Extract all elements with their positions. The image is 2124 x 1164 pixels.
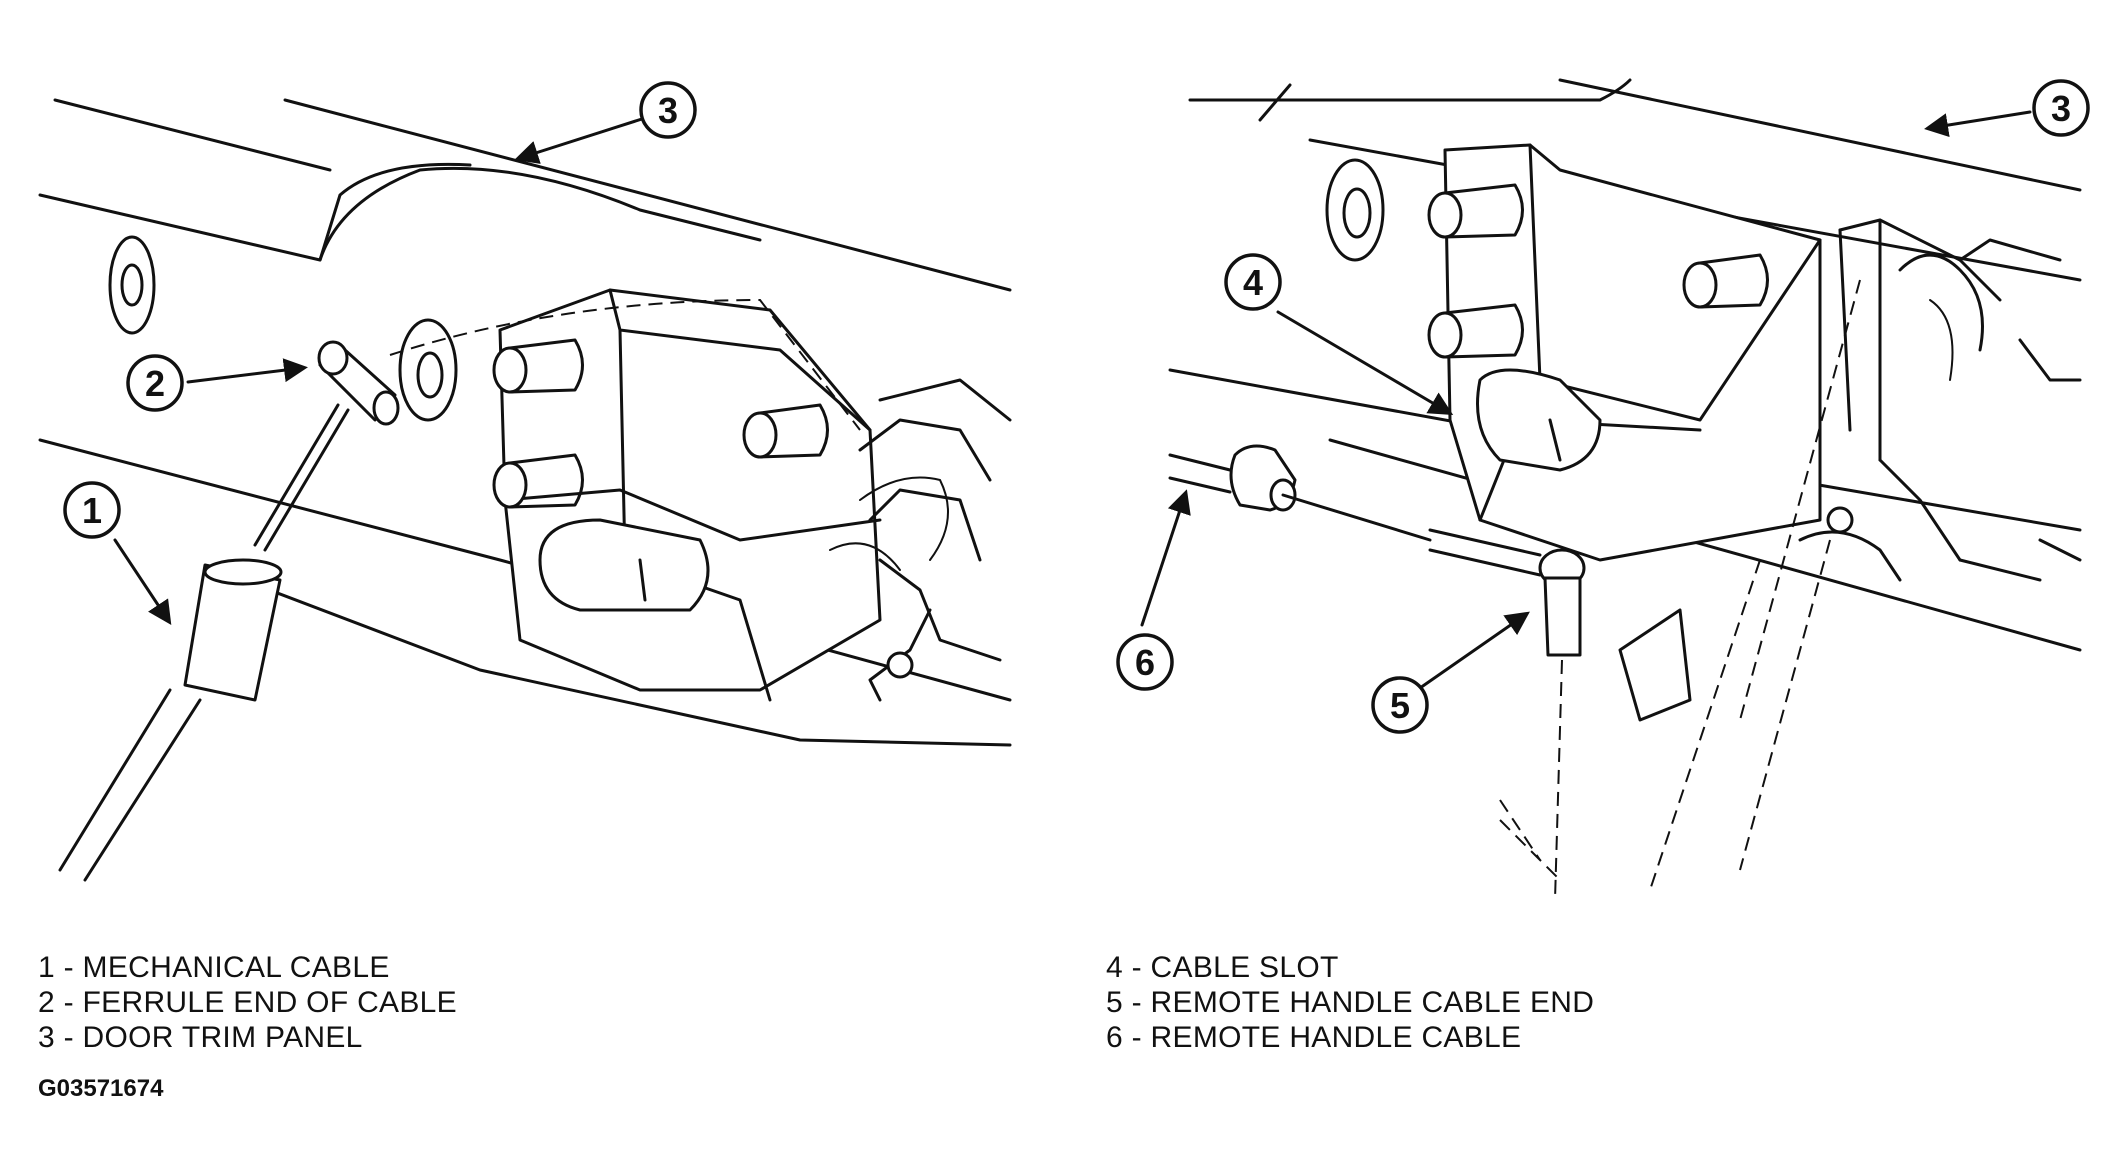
svg-text:2: 2 xyxy=(145,363,165,404)
svg-text:3: 3 xyxy=(2051,88,2071,129)
legend-item-ferrule-end: 2 - FERRULE END OF CABLE xyxy=(38,986,457,1019)
callout-6: 6 xyxy=(1116,633,1174,691)
svg-text:4: 4 xyxy=(1243,262,1263,303)
legend-right: 4 - CABLE SLOT 5 - REMOTE HANDLE CABLE E… xyxy=(1106,950,1594,1055)
legend-item-remote-handle-cable: 6 - REMOTE HANDLE CABLE xyxy=(1106,1021,1522,1054)
svg-text:6: 6 xyxy=(1135,642,1155,683)
svg-text:1: 1 xyxy=(82,490,102,531)
callout-arrows xyxy=(113,110,2032,690)
figure-code: G03571674 xyxy=(38,1075,164,1102)
left-panel-illustration xyxy=(38,98,1012,882)
right-panel-illustration xyxy=(1168,78,2082,901)
callout-3-right: 3 xyxy=(2032,79,2090,137)
remote-handle-cable xyxy=(1168,444,1297,512)
legend-item-remote-handle-cable-end: 5 - REMOTE HANDLE CABLE END xyxy=(1106,986,1595,1019)
callout-4: 4 xyxy=(1224,253,1282,311)
remote-handle-cable-end xyxy=(1281,493,1586,901)
callout-5: 5 xyxy=(1371,676,1429,734)
legend-item-door-trim-panel: 3 - DOOR TRIM PANEL xyxy=(38,1021,363,1054)
legend-left: 1 - MECHANICAL CABLE 2 - FERRULE END OF … xyxy=(38,950,457,1055)
legend-item-mechanical-cable: 1 - MECHANICAL CABLE xyxy=(38,951,390,984)
legend-item-cable-slot: 4 - CABLE SLOT xyxy=(1106,951,1339,984)
ferrule-end-of-cable xyxy=(317,340,400,426)
mechanical-cable xyxy=(58,558,283,882)
callout-3-left: 3 xyxy=(639,81,697,139)
callout-2: 2 xyxy=(126,354,184,412)
callout-1: 1 xyxy=(63,481,121,539)
svg-text:5: 5 xyxy=(1390,685,1410,726)
svg-text:3: 3 xyxy=(658,90,678,131)
